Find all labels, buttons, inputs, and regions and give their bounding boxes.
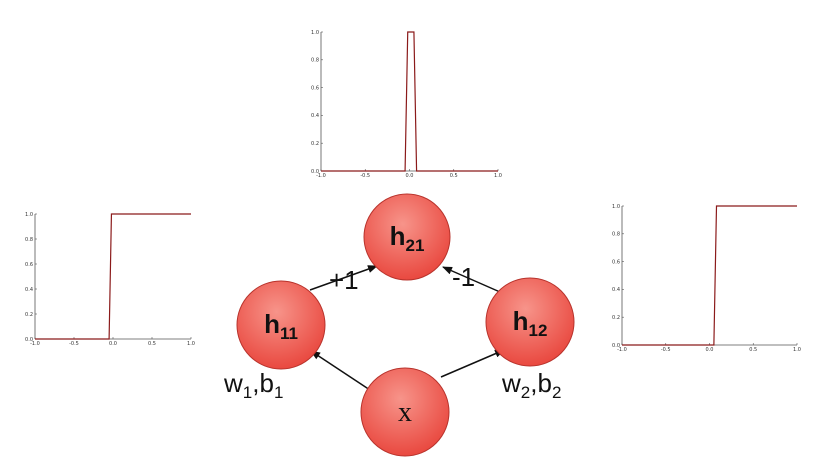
x-tick-label: -0.5 — [69, 341, 79, 347]
y-tick-label: 0.4 — [25, 287, 33, 293]
x-tick-label: 1.0 — [494, 173, 502, 179]
x-tick-label: 1.0 — [793, 347, 801, 353]
node-h11-circle — [236, 280, 326, 370]
x-tick-label: 0.5 — [749, 347, 757, 353]
y-tick-label: 0.0 — [311, 169, 319, 175]
x-tick-label: 0.0 — [406, 173, 414, 179]
y-tick-label: 1.0 — [612, 204, 620, 210]
y-tick-label: 0.0 — [612, 343, 620, 349]
edge-x-to-h12 — [440, 349, 505, 378]
plot-right: -1.0 -0.5 0.0 0.5 1.0 0.0 0.2 0.4 0.6 0.8 1.0 — [612, 204, 801, 353]
edge-label-plus-one: +1 — [329, 265, 359, 295]
y-tick-label: 0.6 — [25, 262, 33, 268]
y-tick-label: 0.0 — [25, 337, 33, 343]
edge-h11-to-h21 — [309, 265, 378, 291]
node-h21: h21 — [363, 193, 451, 281]
y-tick-label: 0.8 — [25, 237, 33, 243]
node-h21-label: h21 — [390, 221, 425, 255]
node-h12: h12 — [485, 277, 575, 367]
y-tick-label: 0.2 — [612, 315, 620, 321]
x-tick-label: 1.0 — [187, 341, 195, 347]
edges — [309, 265, 505, 391]
node-h12-label: h12 — [513, 306, 548, 340]
edge-x-to-h11 — [310, 350, 371, 391]
activation-curve — [321, 31, 498, 172]
activation-curve — [622, 205, 797, 346]
node-h21-circle — [363, 193, 451, 281]
y-tick-label: 0.8 — [311, 58, 319, 64]
y-tick-label: 0.4 — [612, 287, 620, 293]
y-tick-label: 0.2 — [311, 141, 319, 147]
x-tick-label: -0.5 — [661, 347, 671, 353]
x-tick-label: 0.0 — [706, 347, 714, 353]
plot-top: -1.0 -0.5 0.0 0.5 1.0 0.0 0.2 0.4 0.6 0.8 1.0 — [311, 30, 502, 179]
plot-left: -1.0 -0.5 0.0 0.5 1.0 0.0 0.2 0.4 0.6 0.8 1.0 — [25, 212, 195, 347]
activation-curve — [35, 213, 191, 340]
edge-h12-to-h21 — [442, 266, 501, 293]
x-tick-label: -0.5 — [360, 173, 370, 179]
node-x: x — [360, 367, 450, 457]
y-tick-label: 0.6 — [311, 85, 319, 91]
y-tick-label: 0.2 — [25, 312, 33, 318]
x-tick-label: 0.0 — [109, 341, 117, 347]
node-h11-label: h11 — [264, 309, 298, 343]
x-tick-label: 0.5 — [450, 173, 458, 179]
x-tick-label: -1.0 — [617, 347, 627, 353]
y-tick-label: 0.4 — [311, 113, 319, 119]
x-tick-label: -1.0 — [30, 341, 40, 347]
node-x-circle — [360, 367, 450, 457]
edge-label-minus-one: -1 — [452, 262, 475, 292]
y-tick-label: 1.0 — [25, 212, 33, 218]
weight-bias-label-2: w2,b2 — [501, 368, 561, 402]
y-tick-label: 0.8 — [612, 232, 620, 238]
x-tick-label: -1.0 — [316, 173, 326, 179]
y-tick-label: 1.0 — [311, 30, 319, 36]
y-tick-label: 0.6 — [612, 259, 620, 265]
node-h12-circle — [485, 277, 575, 367]
node-x-label: x — [398, 397, 412, 428]
node-h11: h11 — [236, 280, 326, 370]
x-tick-label: 0.5 — [148, 341, 156, 347]
weight-bias-label-1: w1,b1 — [223, 368, 283, 402]
